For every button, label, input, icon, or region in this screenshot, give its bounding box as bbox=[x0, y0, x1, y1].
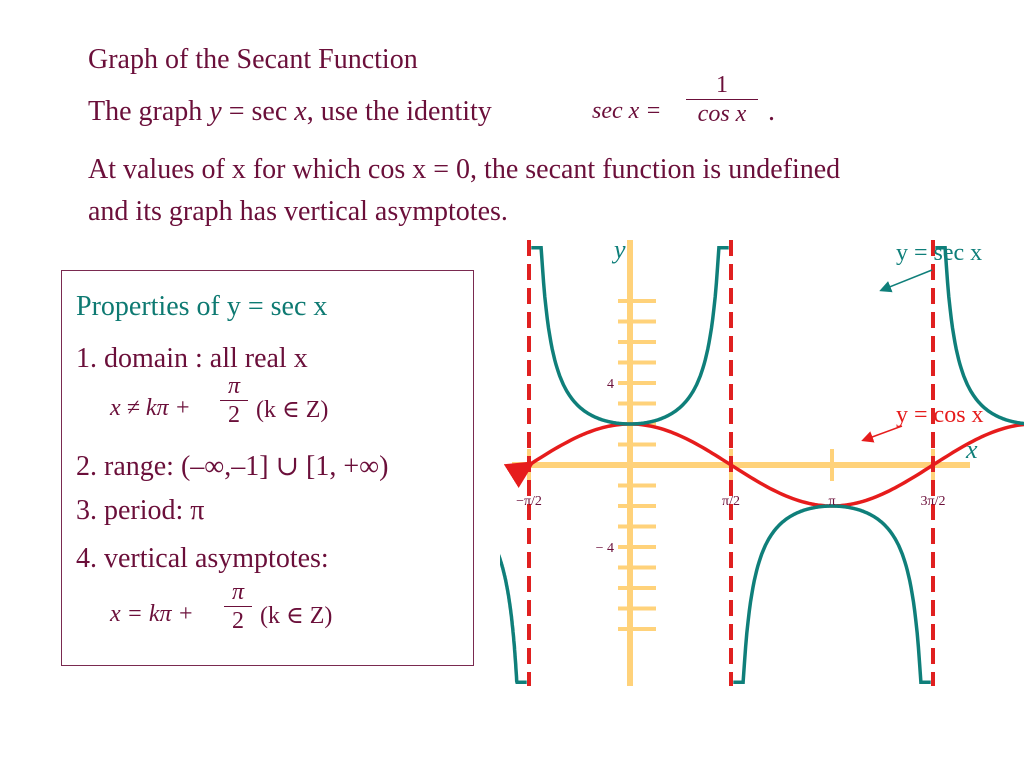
properties-box: Properties of y = sec x 1. domain : all … bbox=[61, 270, 474, 666]
cosine-leader-line bbox=[861, 425, 903, 443]
identity-fraction: 1 cos x bbox=[686, 72, 758, 127]
asymptote-numerator: π bbox=[231, 579, 245, 605]
asymptote-formula-lhs: x = kπ + bbox=[110, 601, 194, 627]
property-domain: 1. domain : all real x bbox=[76, 343, 308, 374]
identity-intro: The graph y = sec x, use the identity bbox=[88, 96, 492, 128]
secant-branch bbox=[935, 245, 1024, 426]
domain-denominator: 2 bbox=[228, 402, 240, 428]
intro-y: y bbox=[209, 96, 222, 127]
curves bbox=[500, 245, 1024, 685]
asymptote-bar bbox=[224, 606, 252, 607]
cosine-curve bbox=[503, 422, 1024, 520]
intro-after: , use the identity bbox=[306, 96, 492, 127]
x-tick-label: −π/2 bbox=[516, 494, 542, 509]
fraction-bar bbox=[686, 99, 758, 100]
identity-numerator: 1 bbox=[716, 72, 728, 98]
identity-period: . bbox=[768, 96, 775, 127]
x-tick-label: 3π/2 bbox=[921, 494, 946, 509]
asymptote-formula-rhs: (k ∈ Z) bbox=[260, 603, 333, 629]
secant-legend-label: y = sec x bbox=[896, 240, 982, 266]
slide-title: Graph of the Secant Function bbox=[88, 44, 418, 75]
axes bbox=[512, 240, 970, 686]
identity-lhs: sec x = bbox=[592, 98, 662, 124]
cosine-legend-label: y = cos x bbox=[896, 402, 984, 428]
secant-branch bbox=[733, 504, 931, 685]
secant-branch bbox=[531, 245, 729, 426]
secant-branch bbox=[500, 553, 527, 685]
property-asymptotes: 4. vertical asymptotes: bbox=[76, 543, 329, 574]
x-axis-label: x bbox=[965, 435, 978, 464]
asymptote-note: and its graph has vertical asymptotes. bbox=[88, 196, 508, 227]
intro-text: The graph bbox=[88, 96, 210, 127]
identity-denominator: cos x bbox=[697, 101, 747, 127]
domain-formula-rhs: (k ∈ Z) bbox=[256, 397, 329, 423]
asymptote-fraction: π 2 bbox=[224, 579, 252, 634]
secant-leader-line bbox=[879, 269, 933, 293]
intro-eq: = sec bbox=[221, 96, 295, 127]
property-period: 3. period: π bbox=[76, 495, 205, 526]
y-tick-label: 4 bbox=[607, 377, 614, 392]
y-axis-label: y bbox=[611, 235, 626, 264]
domain-numerator: π bbox=[227, 373, 241, 399]
asymptote-denominator: 2 bbox=[232, 608, 244, 634]
y-tick-label: − 4 bbox=[596, 541, 614, 556]
property-range: 2. range: (–∞,–1] ∪ [1, +∞) bbox=[76, 451, 389, 482]
x-tick-label: π bbox=[828, 494, 835, 509]
domain-bar bbox=[220, 400, 248, 401]
intro-x: x bbox=[294, 96, 307, 127]
domain-fraction: π 2 bbox=[220, 373, 248, 428]
properties-title: Properties of y = sec x bbox=[76, 291, 328, 322]
domain-formula-lhs: x ≠ kπ + bbox=[110, 395, 191, 421]
x-tick-label: π/2 bbox=[722, 494, 740, 509]
undefined-note: At values of x for which cos x = 0, the … bbox=[88, 154, 841, 185]
